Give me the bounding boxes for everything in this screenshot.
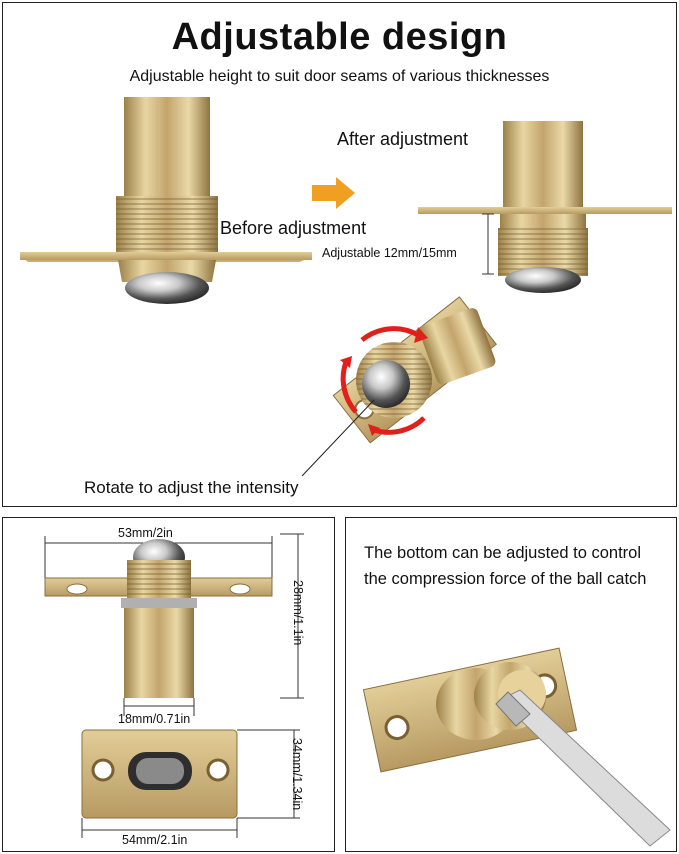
strike-plate-drawing	[81, 729, 300, 838]
strike-height-dimension: 34mm/1.34in	[290, 738, 304, 811]
direction-arrow-icon	[312, 177, 355, 209]
height-dimension: 28mm/1.1in	[291, 580, 305, 646]
adjustable-range-label: Adjustable 12mm/15mm	[322, 246, 457, 260]
before-adjustment-label: Before adjustment	[220, 218, 367, 238]
rotation-demo-catch	[301, 296, 498, 477]
before-adjustment-catch	[20, 97, 312, 304]
barrel-diameter-dimension: 18mm/0.71in	[118, 712, 191, 726]
strike-width-dimension: 54mm/2.1in	[122, 833, 188, 847]
page-title: Adjustable design	[171, 16, 508, 58]
screwdriver-adjustment-drawing	[362, 647, 671, 847]
compression-tip-text: The bottom can be adjusted to control th…	[364, 544, 647, 588]
dimensions-catch-drawing	[44, 533, 304, 716]
rotate-instruction-label: Rotate to adjust the intensity	[84, 478, 299, 497]
page-subtitle: Adjustable height to suit door seams of …	[129, 68, 550, 85]
after-adjustment-catch	[418, 121, 672, 293]
after-adjustment-label: After adjustment	[337, 129, 469, 149]
total-width-dimension: 53mm/2in	[118, 526, 173, 540]
